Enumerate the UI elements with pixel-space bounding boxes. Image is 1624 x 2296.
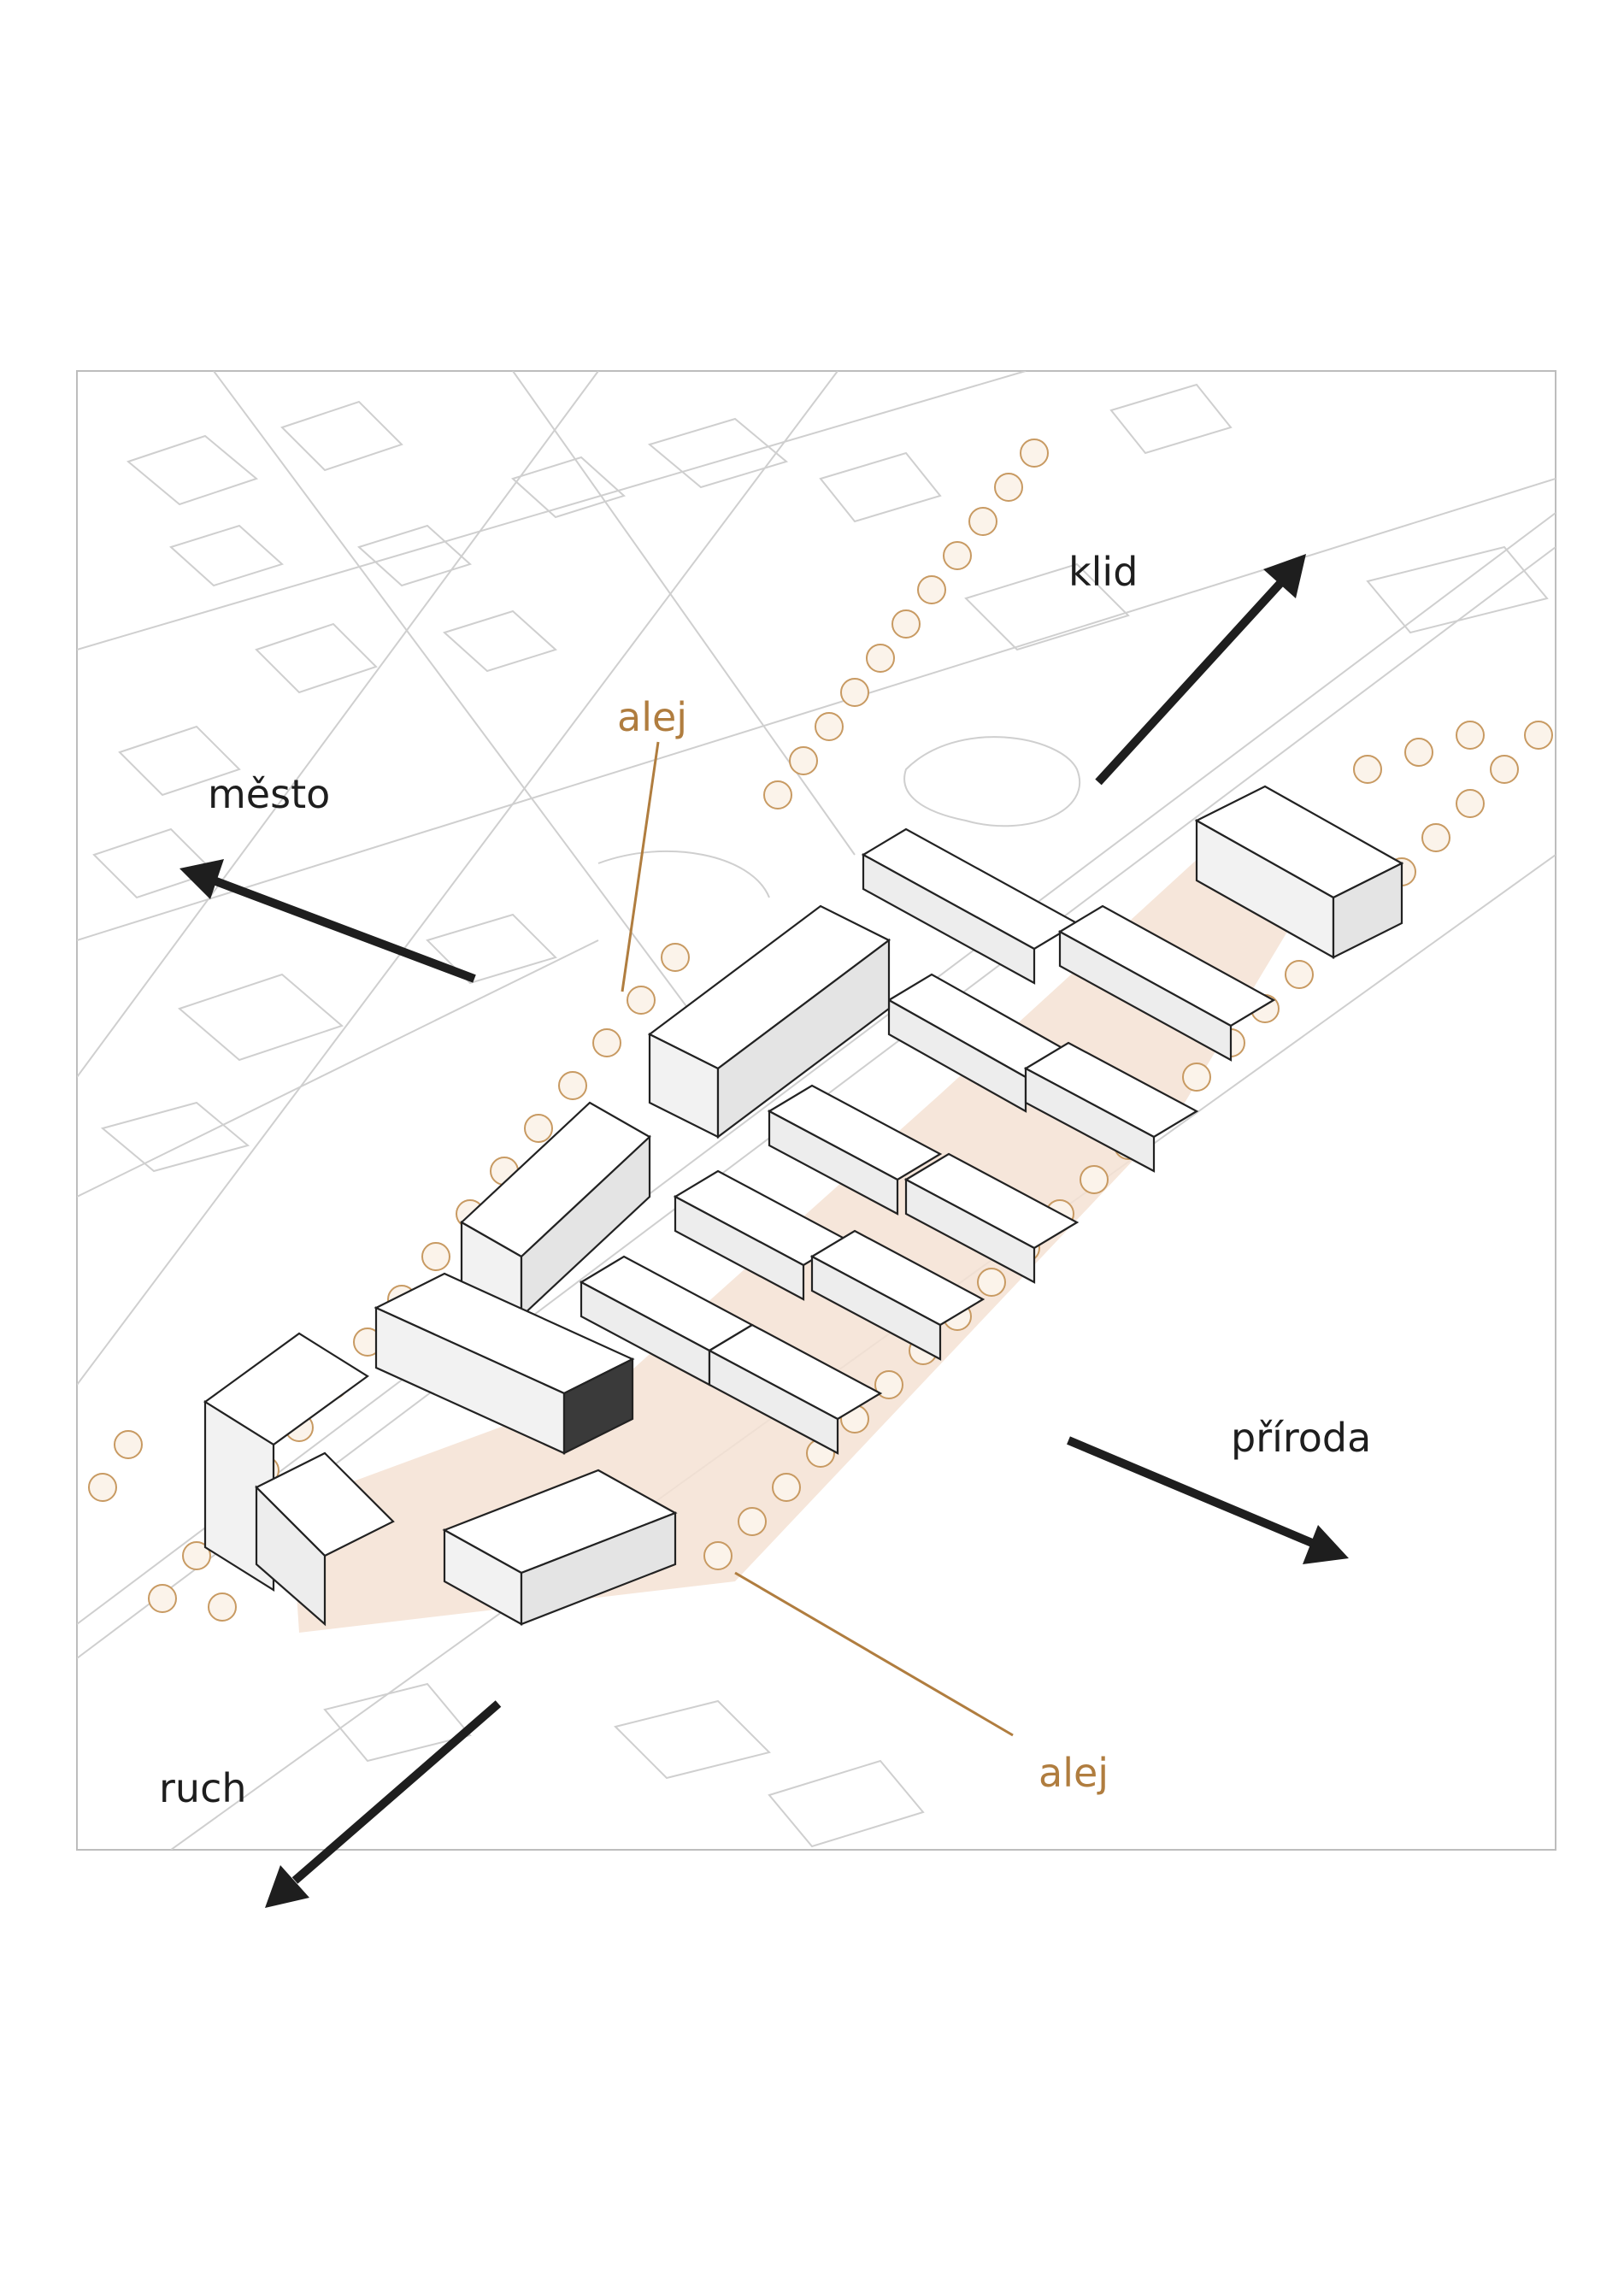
label-ruch: ruch — [159, 1765, 247, 1811]
label-mesto: město — [208, 771, 330, 817]
arrow-klid — [1095, 554, 1306, 786]
label-alej-top: alej — [617, 694, 687, 740]
alej-bottom-leader — [734, 1571, 1014, 1737]
alej-top-leader — [621, 741, 660, 992]
tree-row-west — [88, 439, 1049, 1622]
label-klid: klid — [1068, 549, 1138, 595]
label-priroda: příroda — [1231, 1415, 1371, 1461]
building-cluster — [203, 785, 1404, 1627]
arrow-ruch — [265, 1700, 502, 1908]
arrow-priroda — [1067, 1436, 1349, 1564]
label-alej-bottom: alej — [1039, 1750, 1109, 1796]
arrow-mesto — [179, 859, 476, 983]
